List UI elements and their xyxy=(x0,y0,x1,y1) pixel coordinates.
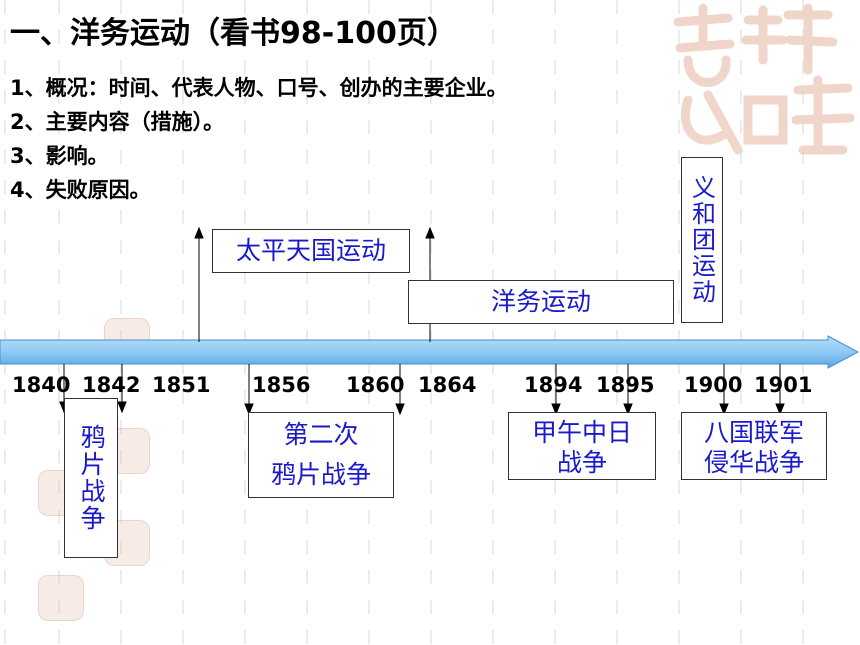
page-title: 一、洋务运动（看书98-100页） xyxy=(10,16,457,51)
event-opium-war: 鸦片战争 xyxy=(64,398,118,558)
event-eight-nation-alliance: 八国联军 侵华战争 xyxy=(681,412,827,480)
year-label: 1895 xyxy=(596,373,655,397)
outline-item-4: 4、失败原因。 xyxy=(10,178,151,202)
timeline-bar xyxy=(0,335,860,369)
year-label: 1840 xyxy=(12,373,71,397)
year-label: 1864 xyxy=(418,373,477,397)
year-label: 1900 xyxy=(684,373,743,397)
year-label: 1856 xyxy=(252,373,311,397)
event-second-opium-war: 第二次 鸦片战争 xyxy=(248,412,394,498)
year-label: 1851 xyxy=(152,373,211,397)
event-yihetuan: 义和团运动 xyxy=(681,157,723,323)
decorative-calligraphy-seal xyxy=(673,3,855,155)
event-jiawu-war: 甲午中日 战争 xyxy=(508,412,656,480)
year-label: 1842 xyxy=(82,373,141,397)
outline-item-2: 2、主要内容（措施）。 xyxy=(10,110,225,134)
year-label: 1860 xyxy=(346,373,405,397)
year-label: 1901 xyxy=(754,373,813,397)
event-yangwu: 洋务运动 xyxy=(408,280,674,324)
decorative-stamp xyxy=(38,575,84,621)
outline-item-1: 1、概况：时间、代表人物、口号、创办的主要企业。 xyxy=(10,76,508,100)
event-taiping: 太平天国运动 xyxy=(212,229,410,273)
outline-item-3: 3、影响。 xyxy=(10,144,109,168)
year-label: 1894 xyxy=(524,373,583,397)
